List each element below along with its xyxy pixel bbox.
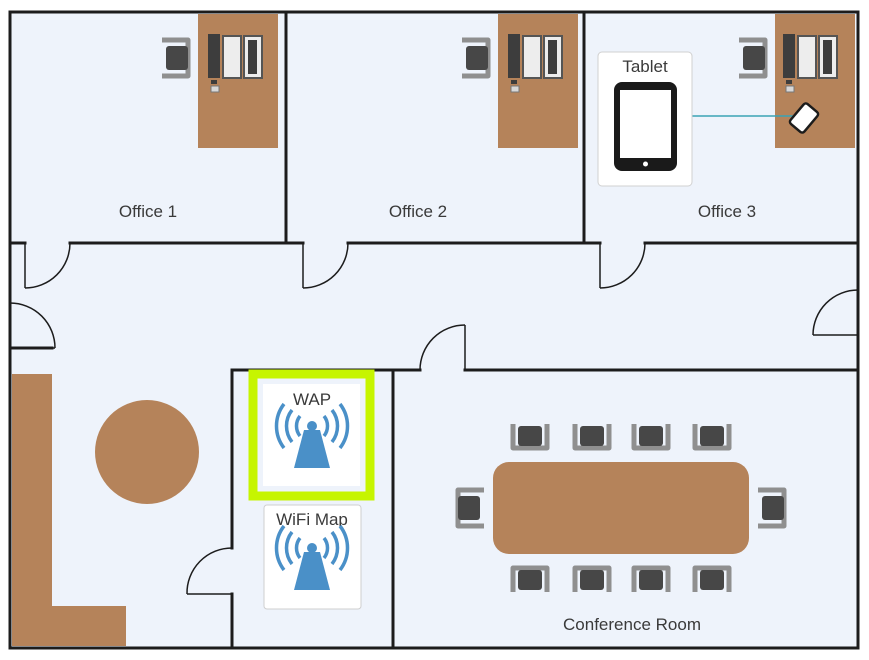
doors <box>9 242 859 595</box>
conference-furniture <box>458 424 784 592</box>
tablet-card-label: Tablet <box>622 57 668 76</box>
room-label-office-3: Office 3 <box>698 202 756 221</box>
wap-highlight <box>248 369 375 501</box>
wap-card-label: WAP <box>293 390 331 409</box>
office-3-furniture <box>739 14 855 148</box>
tablet-device-card[interactable]: Tablet <box>597 51 693 187</box>
wifi-map-card-label: WiFi Map <box>276 510 348 529</box>
office-2-furniture <box>462 14 578 148</box>
tablet-icon <box>614 82 677 171</box>
lobby-counter <box>12 374 126 646</box>
wap-device-card[interactable]: WAP <box>248 369 375 501</box>
room-label-conference: Conference Room <box>563 615 701 634</box>
office-1-furniture <box>162 14 278 148</box>
room-label-office-1: Office 1 <box>119 202 177 221</box>
tablet-on-desk-icon[interactable] <box>788 102 820 134</box>
wifi-map-card[interactable]: WiFi Map <box>263 504 362 610</box>
room-label-office-2: Office 2 <box>389 202 447 221</box>
lobby-round-table <box>95 400 199 504</box>
